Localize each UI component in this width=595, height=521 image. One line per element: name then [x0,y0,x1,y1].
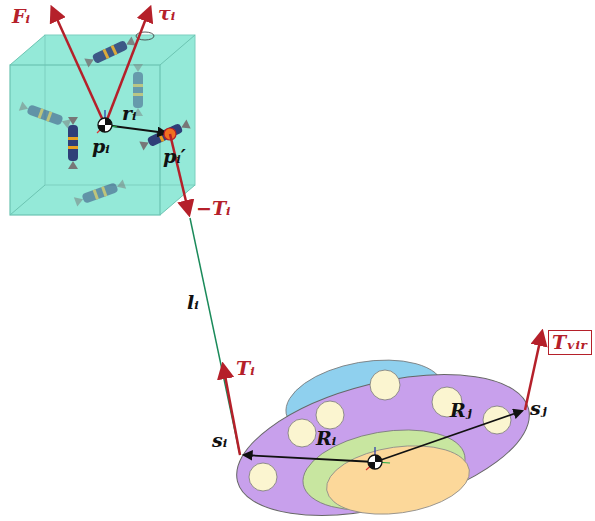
force-label: −Tᵢ [196,198,231,219]
torque-label: τᵢ [158,3,175,24]
boxed-force-label: Tᵥᵢᵣ [548,330,592,355]
position-label: pᵢ′ [163,146,186,167]
vector-label: rᵢ [122,103,137,124]
drone-cube [10,32,195,215]
force-label: Fᵢ [12,6,30,27]
force-label: Tᵥᵢᵣ [552,332,588,353]
point-label: sᵢ [212,430,227,451]
point-label: sⱼ [530,398,547,419]
vector-label: Rᵢ [316,428,336,449]
vector-label: Rⱼ [450,400,472,421]
length-label: lᵢ [187,292,199,313]
position-label: pᵢ [92,136,110,157]
force-label: Tᵢ [236,358,255,379]
payload-disc [222,349,543,521]
